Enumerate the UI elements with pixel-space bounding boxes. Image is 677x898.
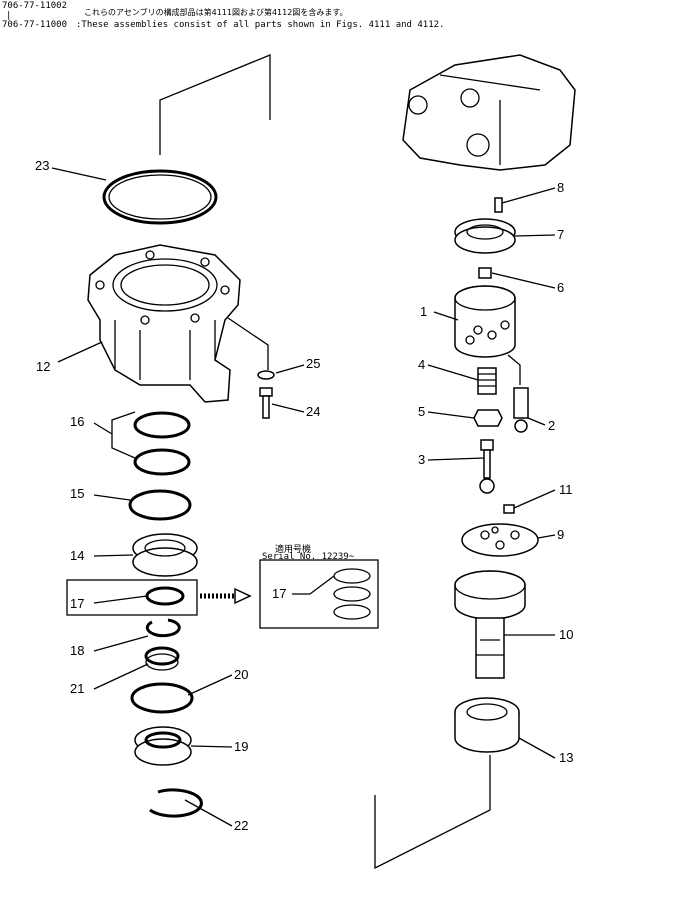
callout-7: 7 (557, 227, 564, 242)
part-12-housing (87, 244, 241, 403)
callout-16: 16 (70, 414, 84, 429)
inset-text: 適用号機 Serial No. 12239~ 17 (262, 543, 355, 601)
part-23-o-ring (102, 169, 218, 225)
part-11-bolt (503, 504, 515, 514)
assembly-connector-right (374, 755, 491, 870)
callout-22: 22 (234, 818, 248, 833)
serial-inset (259, 559, 379, 629)
callout-15: 15 (70, 486, 84, 501)
part-18-snap-ring (145, 618, 181, 638)
callout-10: 10 (559, 627, 573, 642)
part-number-b: 706-77-11000 (2, 20, 68, 30)
part-10-gear-shaft (454, 570, 526, 679)
callout-5: 5 (418, 404, 425, 419)
part-16-rings (111, 411, 191, 476)
part-6-bushing (478, 267, 492, 279)
part-head-cover (402, 54, 576, 171)
inset-serial: Serial No. 12239~ (262, 552, 355, 562)
callout-13: 13 (559, 750, 573, 765)
callout-17: 17 (70, 596, 84, 611)
part-19-retainer (134, 726, 192, 766)
part-21-seal (144, 646, 180, 671)
callout-6: 6 (557, 280, 564, 295)
callout-20: 20 (234, 667, 248, 682)
part-4-spring (477, 367, 497, 395)
inset-title: 適用号機 (275, 543, 311, 555)
part-25-washer (227, 317, 275, 380)
callout-2: 2 (548, 418, 555, 433)
callout-11: 11 (559, 482, 573, 497)
part-24-bolt (259, 387, 273, 419)
callout-21: 21 (70, 681, 84, 696)
part-3-shaft-pin (479, 439, 495, 494)
note-english: :These assemblies consist of all parts s… (76, 20, 445, 30)
callout-labels: 23 12 16 15 14 17 18 21 20 19 22 25 24 1… (35, 158, 573, 833)
callout-8: 8 (557, 180, 564, 195)
callout-18: 18 (70, 643, 84, 658)
part-14-bearing (132, 533, 198, 577)
callout-9: 9 (557, 527, 564, 542)
callout-3: 3 (418, 452, 425, 467)
callout-23: 23 (35, 158, 49, 173)
callout-14: 14 (70, 548, 84, 563)
callout-1: 1 (420, 304, 427, 319)
range-mark: | (6, 11, 12, 21)
part-7-valve-plate (454, 218, 516, 254)
callout-24: 24 (306, 404, 320, 419)
part-8-pin (494, 197, 503, 213)
callout-12: 12 (36, 359, 50, 374)
part-13-bearing (454, 697, 520, 753)
part-22-ring (149, 788, 203, 818)
part-20-o-ring (130, 682, 194, 714)
inset-part-label: 17 (272, 586, 286, 601)
note-japanese: これらのアセンブリの構成部品は第4111図および第4112図を含みます。 (84, 8, 348, 17)
callout-4: 4 (418, 357, 425, 372)
callout-19: 19 (234, 739, 248, 754)
callout-25: 25 (306, 356, 320, 371)
part-2-piston (507, 354, 529, 433)
part-1-cylinder-block (454, 285, 516, 358)
leader-lines (51, 167, 556, 827)
part-15-ring (128, 489, 192, 521)
part-5-nut (473, 409, 503, 427)
part-number-a: 706-77-11002 (2, 1, 68, 11)
part-9-retainer-plate (461, 523, 539, 557)
assembly-connector-left (159, 54, 271, 155)
part-17-seal-group (66, 579, 252, 616)
